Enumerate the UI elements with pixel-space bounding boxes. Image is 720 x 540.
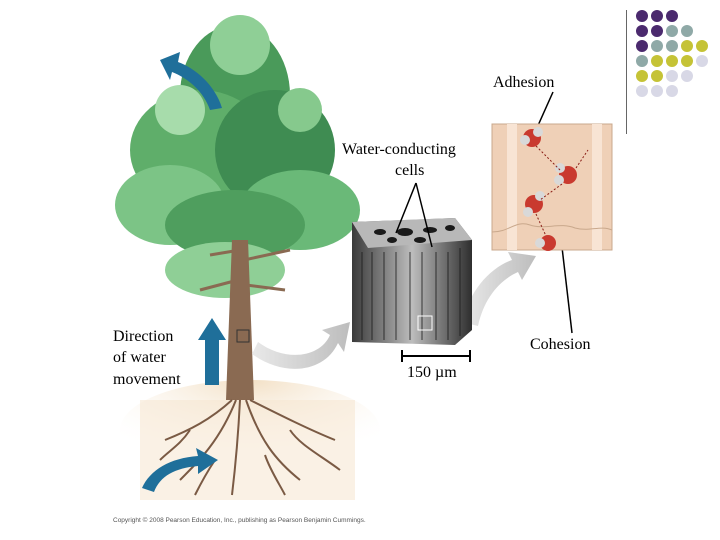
adhesion-label: Adhesion: [493, 74, 555, 91]
decorative-dot: [681, 40, 693, 52]
decorative-dot: [666, 10, 678, 22]
arrow-up-trunk-icon: [198, 318, 226, 385]
direction-label-line1: Direction: [113, 328, 174, 345]
decorative-dot: [651, 55, 663, 67]
cohesion-label: Cohesion: [530, 336, 591, 353]
decorative-dot: [681, 55, 693, 67]
water-molecule: [523, 191, 545, 217]
arrow-out-canopy-icon: [160, 52, 222, 110]
decorative-dot: [651, 40, 663, 52]
direction-label-line2: of water: [113, 349, 166, 366]
water-molecule: [554, 163, 577, 185]
water-conducting-label: Water-conducting: [342, 141, 456, 158]
tree-trunk: [199, 240, 291, 400]
tree-roots: [159, 399, 341, 496]
water-molecules-panel: [491, 123, 613, 251]
decorative-dot: [636, 85, 648, 97]
decorative-dot: [696, 55, 708, 67]
arrow-into-roots-icon: [142, 448, 218, 492]
decorative-dot-grid: [636, 10, 716, 120]
decorative-dot: [651, 85, 663, 97]
divider-line: [626, 10, 627, 134]
decorative-dot: [666, 40, 678, 52]
scale-bar-label: 150 µm: [407, 364, 457, 381]
decorative-dot: [651, 25, 663, 37]
water-molecule: [535, 235, 556, 251]
decorative-dot: [681, 70, 693, 82]
cells-label: cells: [395, 162, 425, 179]
direction-label-line3: movement: [113, 371, 181, 388]
decorative-dot: [681, 25, 693, 37]
water-molecule: [520, 127, 543, 147]
tree-canopy: [115, 15, 360, 298]
decorative-dot: [636, 10, 648, 22]
grey-arrow-to-xylem-icon: [252, 322, 350, 369]
decorative-dot: [666, 70, 678, 82]
decorative-dot: [696, 40, 708, 52]
xylem-micrograph: [352, 218, 472, 345]
decorative-dot: [636, 55, 648, 67]
soil-block: [140, 400, 355, 500]
decorative-dot: [666, 25, 678, 37]
decorative-dot: [636, 70, 648, 82]
decorative-dot: [651, 10, 663, 22]
scale-bar: [401, 350, 471, 362]
decorative-dot: [666, 55, 678, 67]
decorative-dot: [636, 25, 648, 37]
decorative-dot: [666, 85, 678, 97]
hydrogen-bonds: [535, 145, 589, 237]
decorative-dot: [651, 70, 663, 82]
grey-arrow-to-molecules-icon: [462, 252, 536, 326]
copyright-notice: Copyright © 2008 Pearson Education, Inc.…: [113, 517, 366, 524]
decorative-dot: [636, 40, 648, 52]
